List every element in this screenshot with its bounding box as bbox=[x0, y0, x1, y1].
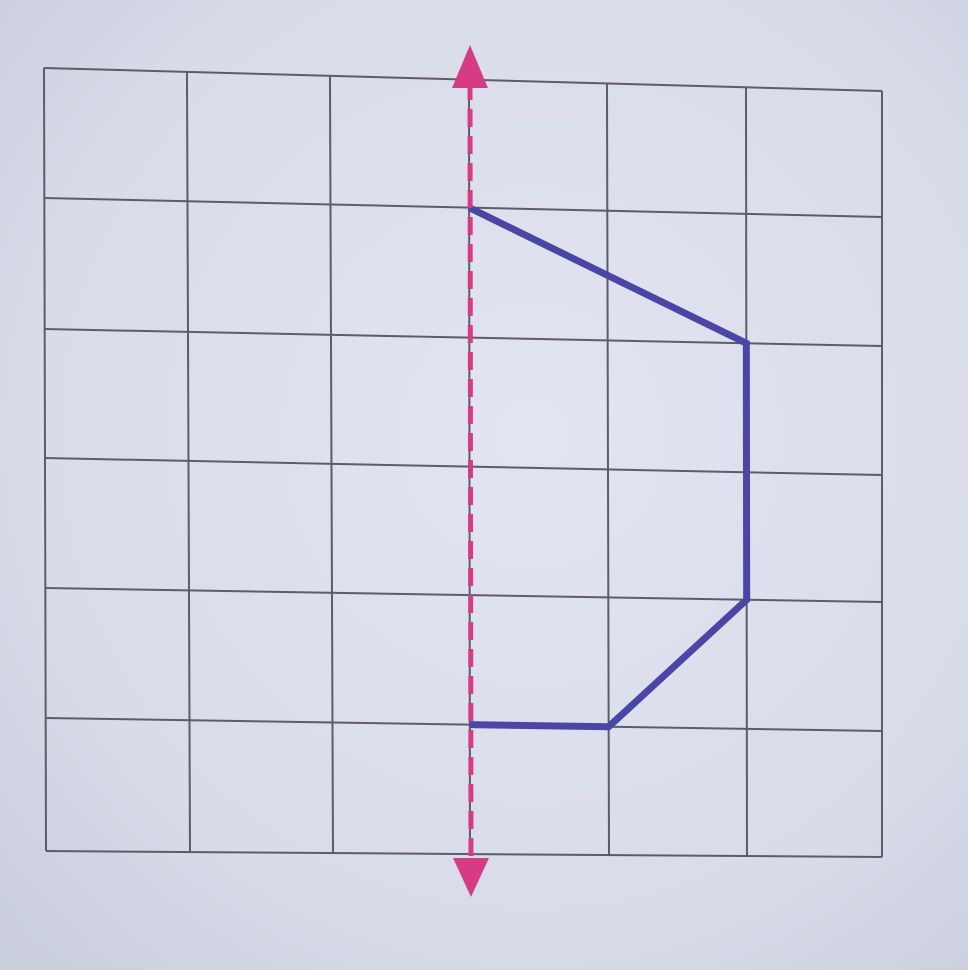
grid-row-line bbox=[45, 850, 883, 858]
grid-row-line bbox=[44, 197, 883, 218]
arrowhead-down-icon bbox=[452, 858, 489, 897]
grid-row-line bbox=[44, 457, 883, 476]
grid-row-line bbox=[45, 717, 883, 732]
half-figure-outline bbox=[467, 204, 751, 731]
line-of-symmetry bbox=[451, 45, 489, 897]
reflection-figure bbox=[467, 204, 751, 731]
symmetry-axis-dashed-line bbox=[467, 81, 474, 868]
arrowhead-up-icon bbox=[451, 45, 488, 88]
